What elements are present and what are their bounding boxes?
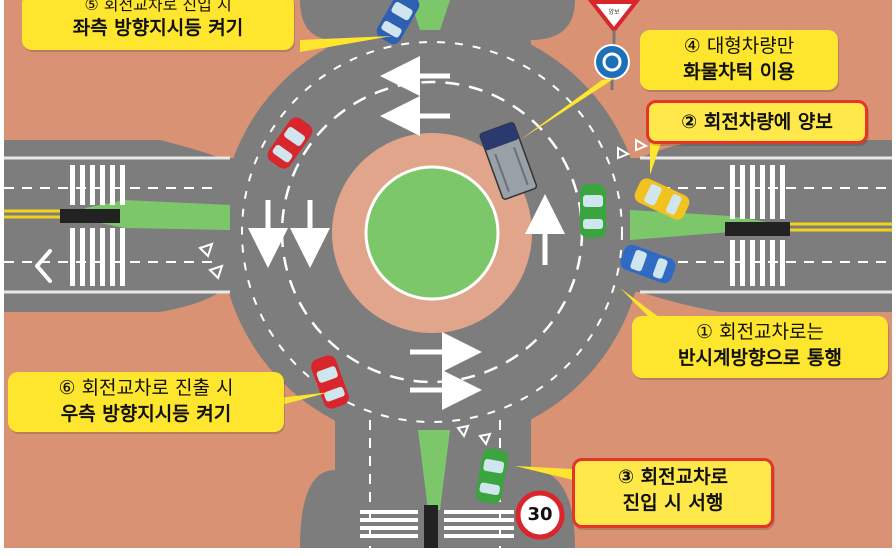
speed-limit-sign: 30 bbox=[515, 490, 565, 540]
callout-step-5-line2: 좌측 방향지시등 켜기 bbox=[72, 16, 244, 39]
crosswalks bbox=[70, 165, 785, 538]
central-island bbox=[364, 165, 500, 301]
callout-step-5: ⑤ 회전교차로 진입 시 좌측 방향지시등 켜기 bbox=[22, 0, 294, 50]
red-car-bottom-left bbox=[311, 355, 349, 409]
chevron-left-icon bbox=[35, 249, 52, 283]
splitter-islands bbox=[85, 0, 780, 510]
callout-step-1-line1: ① 회전교차로는 bbox=[696, 321, 824, 343]
callout-step-1-line2: 반시계방향으로 통행 bbox=[678, 346, 842, 369]
callout-step-6: ⑥ 회전교차로 진출 시 우측 방향지시등 켜기 bbox=[8, 372, 284, 432]
speed-limit-value: 30 bbox=[527, 504, 553, 525]
callout-step-4-line2: 화물차턱 이용 bbox=[683, 60, 795, 83]
blue-car-top bbox=[376, 0, 420, 45]
blue-car-right bbox=[620, 244, 676, 284]
callout-step-6-line1: ⑥ 회전교차로 진출 시 bbox=[58, 377, 234, 399]
callout-step-3-line2: 진입 시 서행 bbox=[622, 491, 724, 514]
red-car-top-left bbox=[267, 117, 313, 169]
callout-step-3-line1: ③ 회전교차로 bbox=[617, 466, 729, 488]
green-car-right bbox=[580, 184, 606, 238]
callout-step-1: ① 회전교차로는 반시계방향으로 통행 bbox=[632, 316, 888, 378]
previous-slide-button[interactable] bbox=[24, 242, 64, 290]
green-car-bottom bbox=[475, 448, 509, 504]
outer-lane-line bbox=[241, 41, 623, 423]
yield-sign-text: 양보 bbox=[608, 8, 620, 16]
yellow-car-right bbox=[634, 178, 690, 220]
callout-step-4: ④ 대형차량만 화물차턱 이용 bbox=[640, 30, 838, 90]
flow-arrows bbox=[248, 56, 565, 410]
callout-step-6-line2: 우측 방향지시등 켜기 bbox=[60, 402, 232, 425]
truck bbox=[479, 121, 538, 200]
callout-step-2: ② 회전차량에 양보 bbox=[646, 100, 868, 144]
callout-step-2-line1: ② 회전차량에 양보 bbox=[681, 111, 833, 133]
callout-step-4-line1: ④ 대형차량만 bbox=[683, 35, 795, 57]
callout-step-5-line1: ⑤ 회전교차로 진입 시 bbox=[84, 0, 232, 14]
road-edges bbox=[4, 156, 892, 294]
callout-step-3: ③ 회전교차로 진입 시 서행 bbox=[572, 458, 774, 528]
